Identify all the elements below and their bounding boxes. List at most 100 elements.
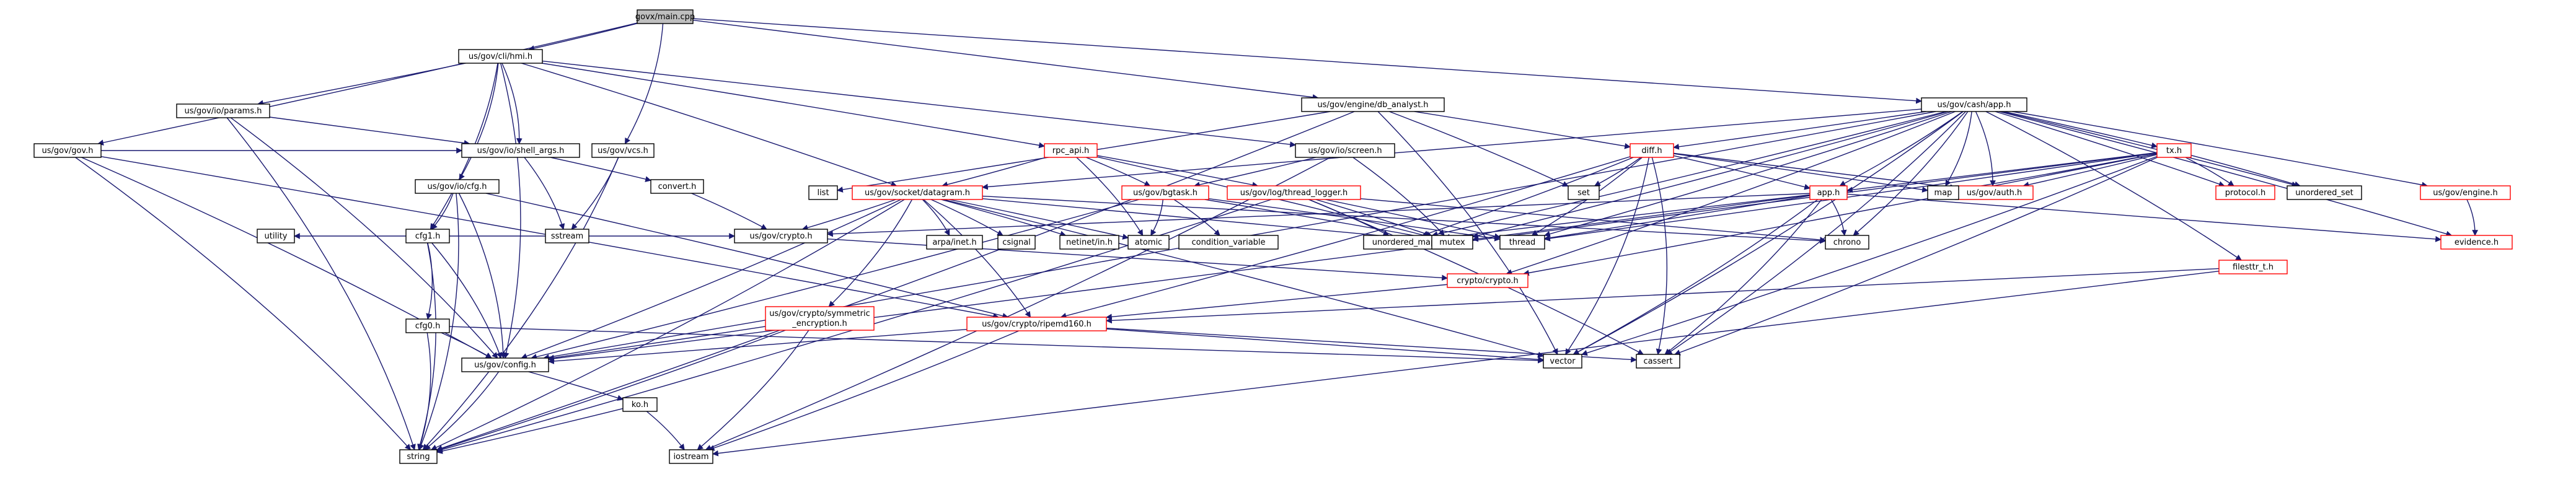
node-arpa-inet[interactable]: arpa/inet.h bbox=[926, 235, 983, 250]
node-cfg0[interactable]: cfg0.h bbox=[405, 318, 450, 333]
node-csignal[interactable]: csignal bbox=[997, 235, 1036, 250]
edge-ripemd-to-iostream bbox=[708, 330, 1020, 451]
node-symmetric[interactable]: us/gov/crypto/symmetric_encryption.h bbox=[765, 306, 875, 331]
node-list[interactable]: list bbox=[808, 185, 838, 200]
node-chrono[interactable]: chrono bbox=[1825, 235, 1869, 250]
edge-tx-to-cassert bbox=[1674, 157, 2158, 356]
node-map[interactable]: map bbox=[1927, 185, 1959, 200]
node-cassert[interactable]: cassert bbox=[1636, 354, 1680, 369]
edge-cfg_h-to-ripemd bbox=[485, 193, 1009, 319]
node-thread[interactable]: thread bbox=[1499, 235, 1545, 250]
node-label: unordered_map bbox=[1372, 238, 1436, 247]
edge-cash_app-to-auth bbox=[1975, 111, 1996, 186]
node-tx[interactable]: tx.h bbox=[2156, 143, 2192, 158]
edge-tx-to-vector bbox=[1581, 156, 2158, 356]
edge-main-to-cli_hmi bbox=[528, 23, 638, 51]
node-auth[interactable]: us/gov/auth.h bbox=[1955, 185, 2034, 200]
edge-db_analyst-to-diff bbox=[1414, 111, 1631, 149]
node-condition-variable[interactable]: condition_variable bbox=[1178, 235, 1279, 250]
node-label: list bbox=[817, 188, 829, 198]
node-db-analyst[interactable]: us/gov/engine/db_analyst.h bbox=[1301, 97, 1445, 112]
edge-datagram-to-netinet bbox=[940, 199, 1067, 237]
node-label: us/gov/auth.h bbox=[1967, 188, 2022, 198]
node-label: us/gov/gov.h bbox=[42, 146, 94, 156]
node-screen[interactable]: us/gov/io/screen.h bbox=[1295, 143, 1395, 158]
edge-params-to-string bbox=[226, 117, 416, 450]
node-netinet[interactable]: netinet/in.h bbox=[1059, 235, 1119, 250]
node-label: us/gov/cli/hmi.h bbox=[469, 52, 532, 61]
edge-rpc_api-to-datagram bbox=[942, 157, 1046, 188]
node-sstream[interactable]: sstream bbox=[545, 229, 589, 243]
edge-cli_hmi-to-rpc_api bbox=[541, 63, 1045, 149]
node-bgtask[interactable]: us/gov/bgtask.h bbox=[1121, 185, 1209, 200]
edge-rpc_api-to-bgtask bbox=[1085, 157, 1151, 186]
node-vcs[interactable]: us/gov/vcs.h bbox=[591, 143, 655, 158]
edge-cfg_h-to-config bbox=[458, 193, 506, 359]
edge-cash_app-to-filesttr bbox=[1985, 111, 2242, 261]
edge-datagram-to-gov_crypto bbox=[801, 199, 896, 231]
node-cfg-h[interactable]: us/gov/io/cfg.h bbox=[415, 179, 500, 194]
node-thread-logger[interactable]: us/gov/log/thread_logger.h bbox=[1227, 185, 1361, 200]
edge-bgtask-to-config bbox=[531, 199, 1140, 360]
edge-cli_hmi-to-config bbox=[500, 63, 521, 359]
edge-params-to-config bbox=[230, 117, 498, 359]
edge-config-to-ko bbox=[528, 371, 624, 401]
node-datagram[interactable]: us/gov/socket/datagram.h bbox=[852, 185, 983, 200]
edge-cfg_h-to-cfg1 bbox=[431, 193, 454, 230]
edge-datagram-to-arpa_inet bbox=[922, 199, 950, 236]
node-label: atomic bbox=[1135, 238, 1162, 247]
node-protocol[interactable]: protocol.h bbox=[2215, 185, 2275, 200]
node-convert[interactable]: convert.h bbox=[650, 179, 704, 194]
node-label: evidence.h bbox=[2455, 238, 2499, 247]
edge-cfg1-to-cfg0 bbox=[426, 242, 433, 320]
edge-screen-to-iostream bbox=[705, 157, 1331, 451]
node-string[interactable]: string bbox=[399, 449, 438, 464]
node-iostream[interactable]: iostream bbox=[669, 449, 713, 464]
node-params[interactable]: us/gov/io/params.h bbox=[176, 103, 270, 118]
node-set[interactable]: set bbox=[1568, 185, 1600, 200]
node-vector[interactable]: vector bbox=[1543, 354, 1582, 369]
node-app-h[interactable]: app.h bbox=[1809, 185, 1848, 200]
node-filesttr[interactable]: filesttr_t.h bbox=[2218, 260, 2288, 274]
node-gov-crypto[interactable]: us/gov/crypto.h bbox=[734, 229, 828, 243]
node-gov-h[interactable]: us/gov/gov.h bbox=[33, 143, 102, 158]
edge-app_h-to-gov_crypto bbox=[827, 193, 1811, 237]
node-ripemd[interactable]: us/gov/crypto/ripemd160.h bbox=[966, 317, 1107, 331]
node-label: _encryption.h bbox=[792, 319, 847, 328]
node-atomic[interactable]: atomic bbox=[1127, 235, 1170, 250]
node-mutex[interactable]: mutex bbox=[1431, 235, 1473, 250]
edge-screen-to-bgtask bbox=[1193, 157, 1317, 188]
node-cfg1[interactable]: cfg1.h bbox=[405, 229, 450, 243]
edge-ripemd-to-vector bbox=[1106, 328, 1544, 363]
node-unordered-set[interactable]: unordered_set bbox=[2287, 185, 2362, 200]
edge-cash_app-to-thread bbox=[1544, 111, 1952, 237]
node-label: ko.h bbox=[632, 400, 648, 410]
node-shell-args[interactable]: us/gov/io/shell_args.h bbox=[461, 143, 580, 158]
edge-db_analyst-to-set bbox=[1389, 111, 1569, 187]
node-diff[interactable]: diff.h bbox=[1630, 143, 1674, 158]
edge-tx-to-unordered_set bbox=[2190, 155, 2301, 188]
node-label: unordered_set bbox=[2295, 188, 2353, 198]
edge-tx-to-map bbox=[1958, 153, 2158, 192]
edge-bgtask-to-condition_variable bbox=[1173, 199, 1220, 236]
edge-app_h-to-cassert bbox=[1664, 199, 1822, 355]
edge-shell_args-to-convert bbox=[550, 157, 651, 182]
edge-datagram-to-chrono bbox=[982, 195, 1826, 244]
node-engine[interactable]: us/gov/engine.h bbox=[2420, 185, 2511, 200]
node-rpc-api[interactable]: rpc_api.h bbox=[1044, 143, 1098, 158]
node-label: string bbox=[407, 452, 430, 462]
node-unordered-map[interactable]: unordered_map bbox=[1363, 235, 1445, 250]
node-cli-hmi[interactable]: us/gov/cli/hmi.h bbox=[458, 49, 543, 64]
node-evidence[interactable]: evidence.h bbox=[2440, 235, 2513, 250]
node-ko[interactable]: ko.h bbox=[622, 397, 658, 412]
edge-app_h-to-unordered_map bbox=[1444, 194, 1811, 240]
node-cash-app[interactable]: us/gov/cash/app.h bbox=[1921, 97, 2027, 112]
edge-ko-to-iostream bbox=[646, 411, 685, 450]
edge-cash_app-to-config bbox=[543, 111, 1936, 361]
node-label: us/gov/engine.h bbox=[2433, 188, 2497, 198]
node-utility[interactable]: utility bbox=[257, 229, 295, 243]
edge-screen-to-mutex bbox=[1352, 157, 1445, 236]
node-config[interactable]: us/gov/config.h bbox=[461, 357, 549, 372]
node-crypto-crypto[interactable]: crypto/crypto.h bbox=[1447, 273, 1528, 288]
